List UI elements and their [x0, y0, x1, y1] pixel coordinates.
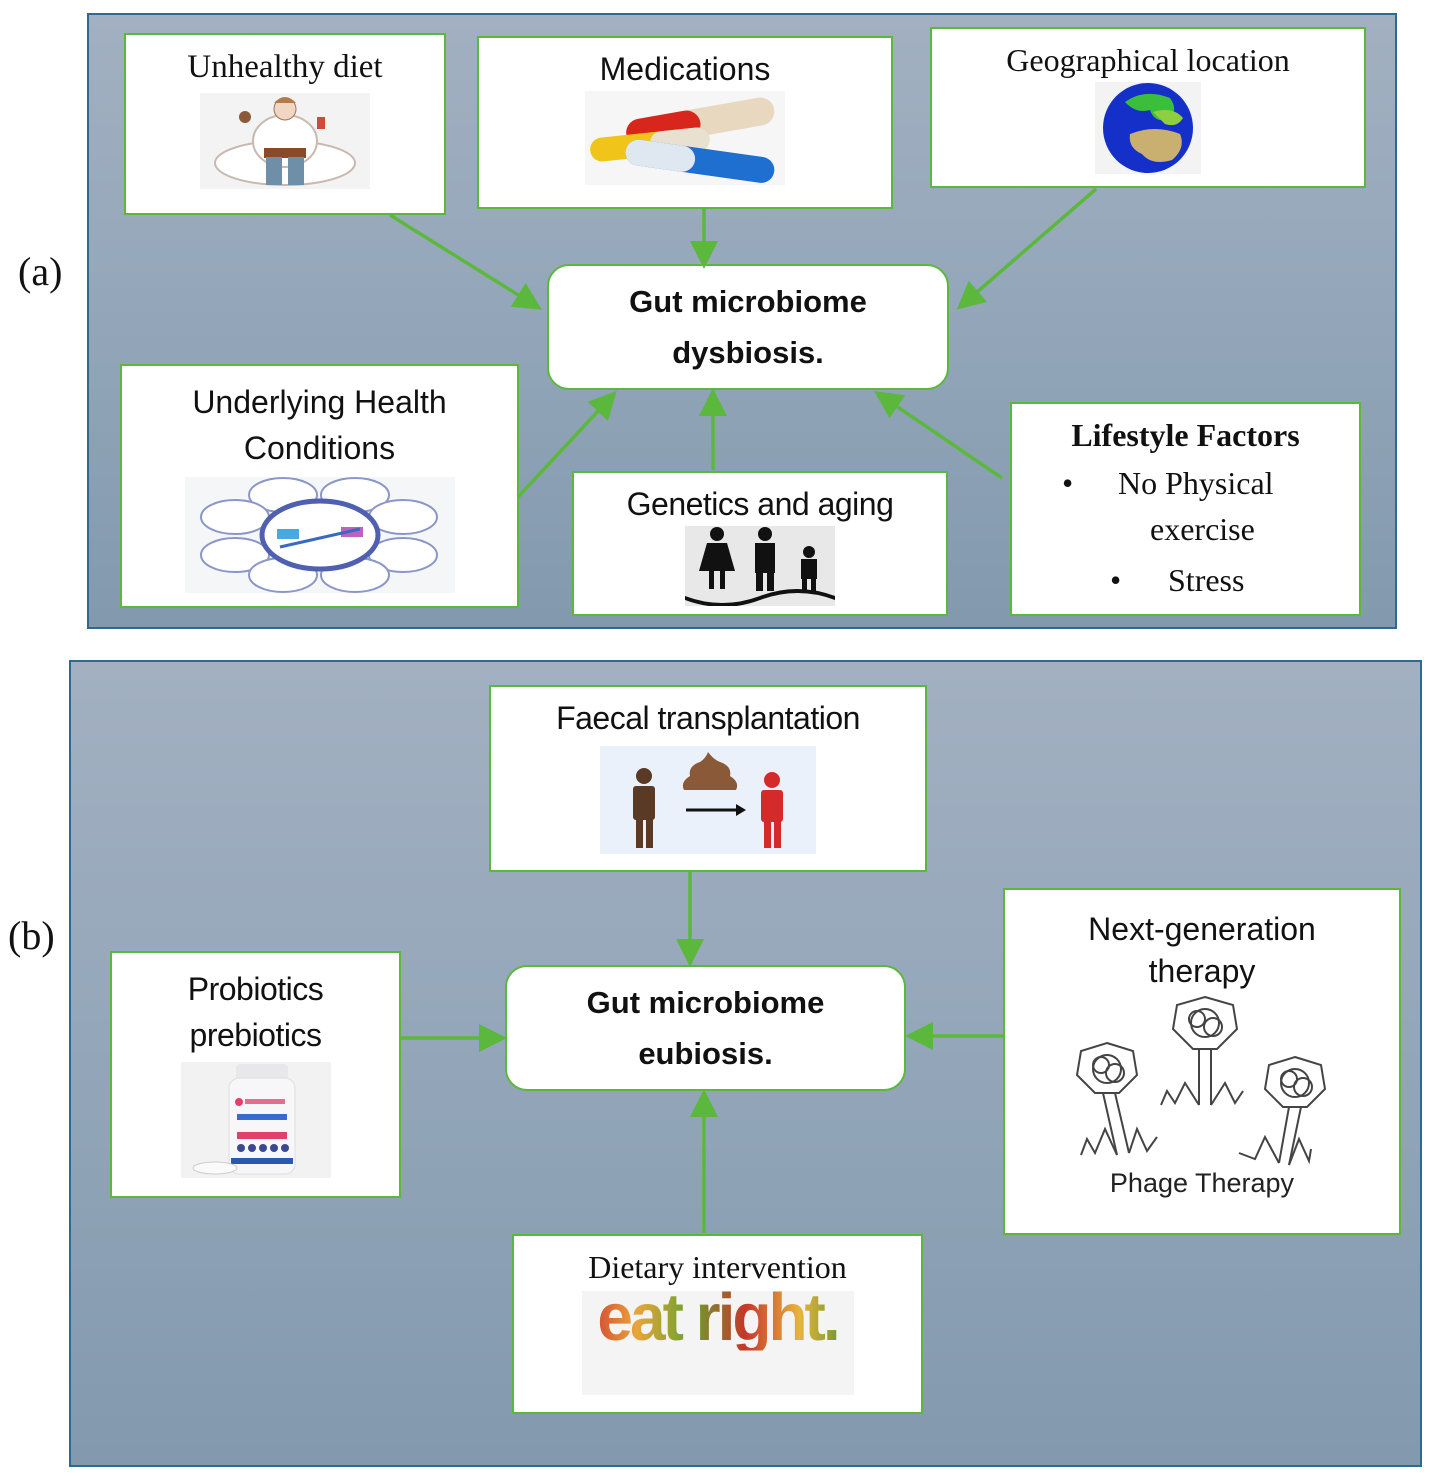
faecal-transfer-icon — [600, 746, 816, 855]
center-title-line2: dysbiosis. — [672, 335, 824, 370]
factor-unhealthy-diet: Unhealthy diet — [124, 33, 446, 215]
bacteriophage-icon — [1075, 995, 1327, 1166]
family-dna-icon — [685, 526, 835, 607]
disease-wheel-icon — [184, 476, 455, 593]
intervention-title-line1: Probiotics — [187, 971, 324, 1007]
phage-therapy-caption: Phage Therapy — [1109, 1167, 1295, 1198]
bullet-no-physical-cont: exercise — [1150, 511, 1255, 548]
bullet-icon: • — [1110, 562, 1122, 599]
eubiosis-center-node: Gut microbiome eubiosis. — [505, 965, 906, 1091]
intervention-probiotics-prebiotics: Probiotics prebiotics — [110, 951, 401, 1198]
dysbiosis-center-node: Gut microbiome dysbiosis. — [547, 264, 949, 390]
intervention-title-line2: therapy — [1148, 953, 1256, 990]
intervention-title: Dietary intervention — [588, 1249, 847, 1285]
factor-geographical-location: Geographical location — [930, 27, 1366, 188]
center-title-line2: eubiosis. — [638, 1036, 773, 1071]
center-title-line1: Gut microbiome — [586, 984, 825, 1020]
factor-underlying-health-conditions: Underlying Health Conditions — [120, 364, 519, 608]
eat-right-text: eat right. — [582, 1283, 854, 1350]
bullet-stress: Stress — [1168, 562, 1245, 599]
intervention-title-line1: Next-generation — [1088, 911, 1316, 947]
intervention-title: Faecal transplantation — [556, 700, 860, 736]
intervention-title-line2: prebiotics — [189, 1017, 322, 1053]
factor-title: Geographical location — [1006, 42, 1290, 78]
factor-medications: Medications — [477, 36, 893, 209]
probiotic-bottle-icon — [180, 1061, 331, 1178]
globe-icon — [1095, 82, 1201, 175]
factor-title: Medications — [599, 51, 771, 87]
panel-b-label: (b) — [8, 913, 55, 958]
factor-genetics-and-aging: Genetics and aging — [572, 471, 948, 616]
intervention-next-generation-therapy: Next-generation therapy Phage Therapy — [1003, 888, 1401, 1235]
factor-lifestyle: Lifestyle Factors • No Physical exercise… — [1010, 402, 1361, 616]
pill-capsules-icon — [585, 91, 785, 186]
person-eating-junk-food-icon — [200, 93, 370, 190]
intervention-dietary: Dietary intervention eat right. — [512, 1234, 923, 1414]
intervention-faecal-transplantation: Faecal transplantation — [489, 685, 927, 872]
factor-title: Lifestyle Factors — [1071, 417, 1300, 453]
bullet-icon: • — [1062, 465, 1074, 502]
factor-title-line1: Underlying Health — [192, 384, 447, 420]
factor-title: Genetics and aging — [626, 486, 894, 522]
factor-title-line2: Conditions — [243, 430, 396, 466]
panel-a-label: (a) — [18, 249, 63, 294]
lifestyle-bullet-list: • No Physical exercise • Stress — [1012, 455, 1359, 605]
factor-title: Unhealthy diet — [187, 49, 383, 85]
eat-right-icon: eat right. — [581, 1283, 854, 1396]
bullet-no-physical: No Physical — [1118, 465, 1274, 502]
center-title-line1: Gut microbiome — [629, 283, 867, 319]
